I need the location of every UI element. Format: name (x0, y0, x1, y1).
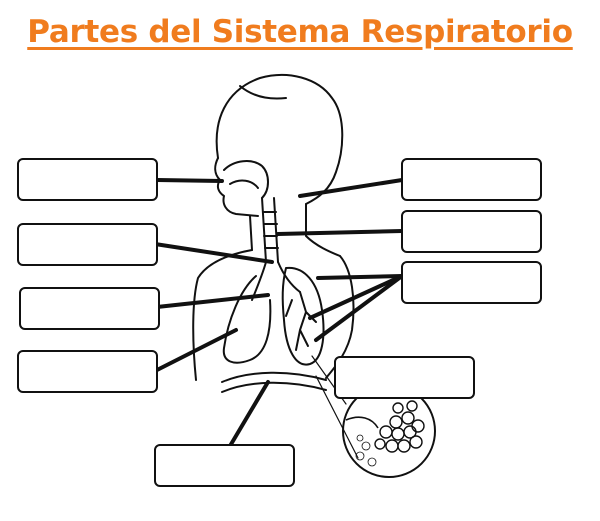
label-box-trachea[interactable] (401, 210, 542, 253)
leader-lines (153, 178, 404, 448)
label-box-nasal-cavity[interactable] (17, 158, 158, 201)
alveoli-magnifier (342, 384, 436, 478)
label-box-bronchi[interactable] (19, 287, 160, 330)
label-box-larynx[interactable] (17, 223, 158, 266)
label-box-diaphragm[interactable] (154, 444, 295, 487)
label-box-lung[interactable] (17, 350, 158, 393)
human-outline (192, 74, 359, 459)
label-box-pharynx[interactable] (401, 158, 542, 201)
label-box-alveoli[interactable] (334, 356, 475, 399)
page-title: Partes del Sistema Respiratorio (27, 14, 573, 50)
label-box-bronchioles[interactable] (401, 261, 542, 304)
